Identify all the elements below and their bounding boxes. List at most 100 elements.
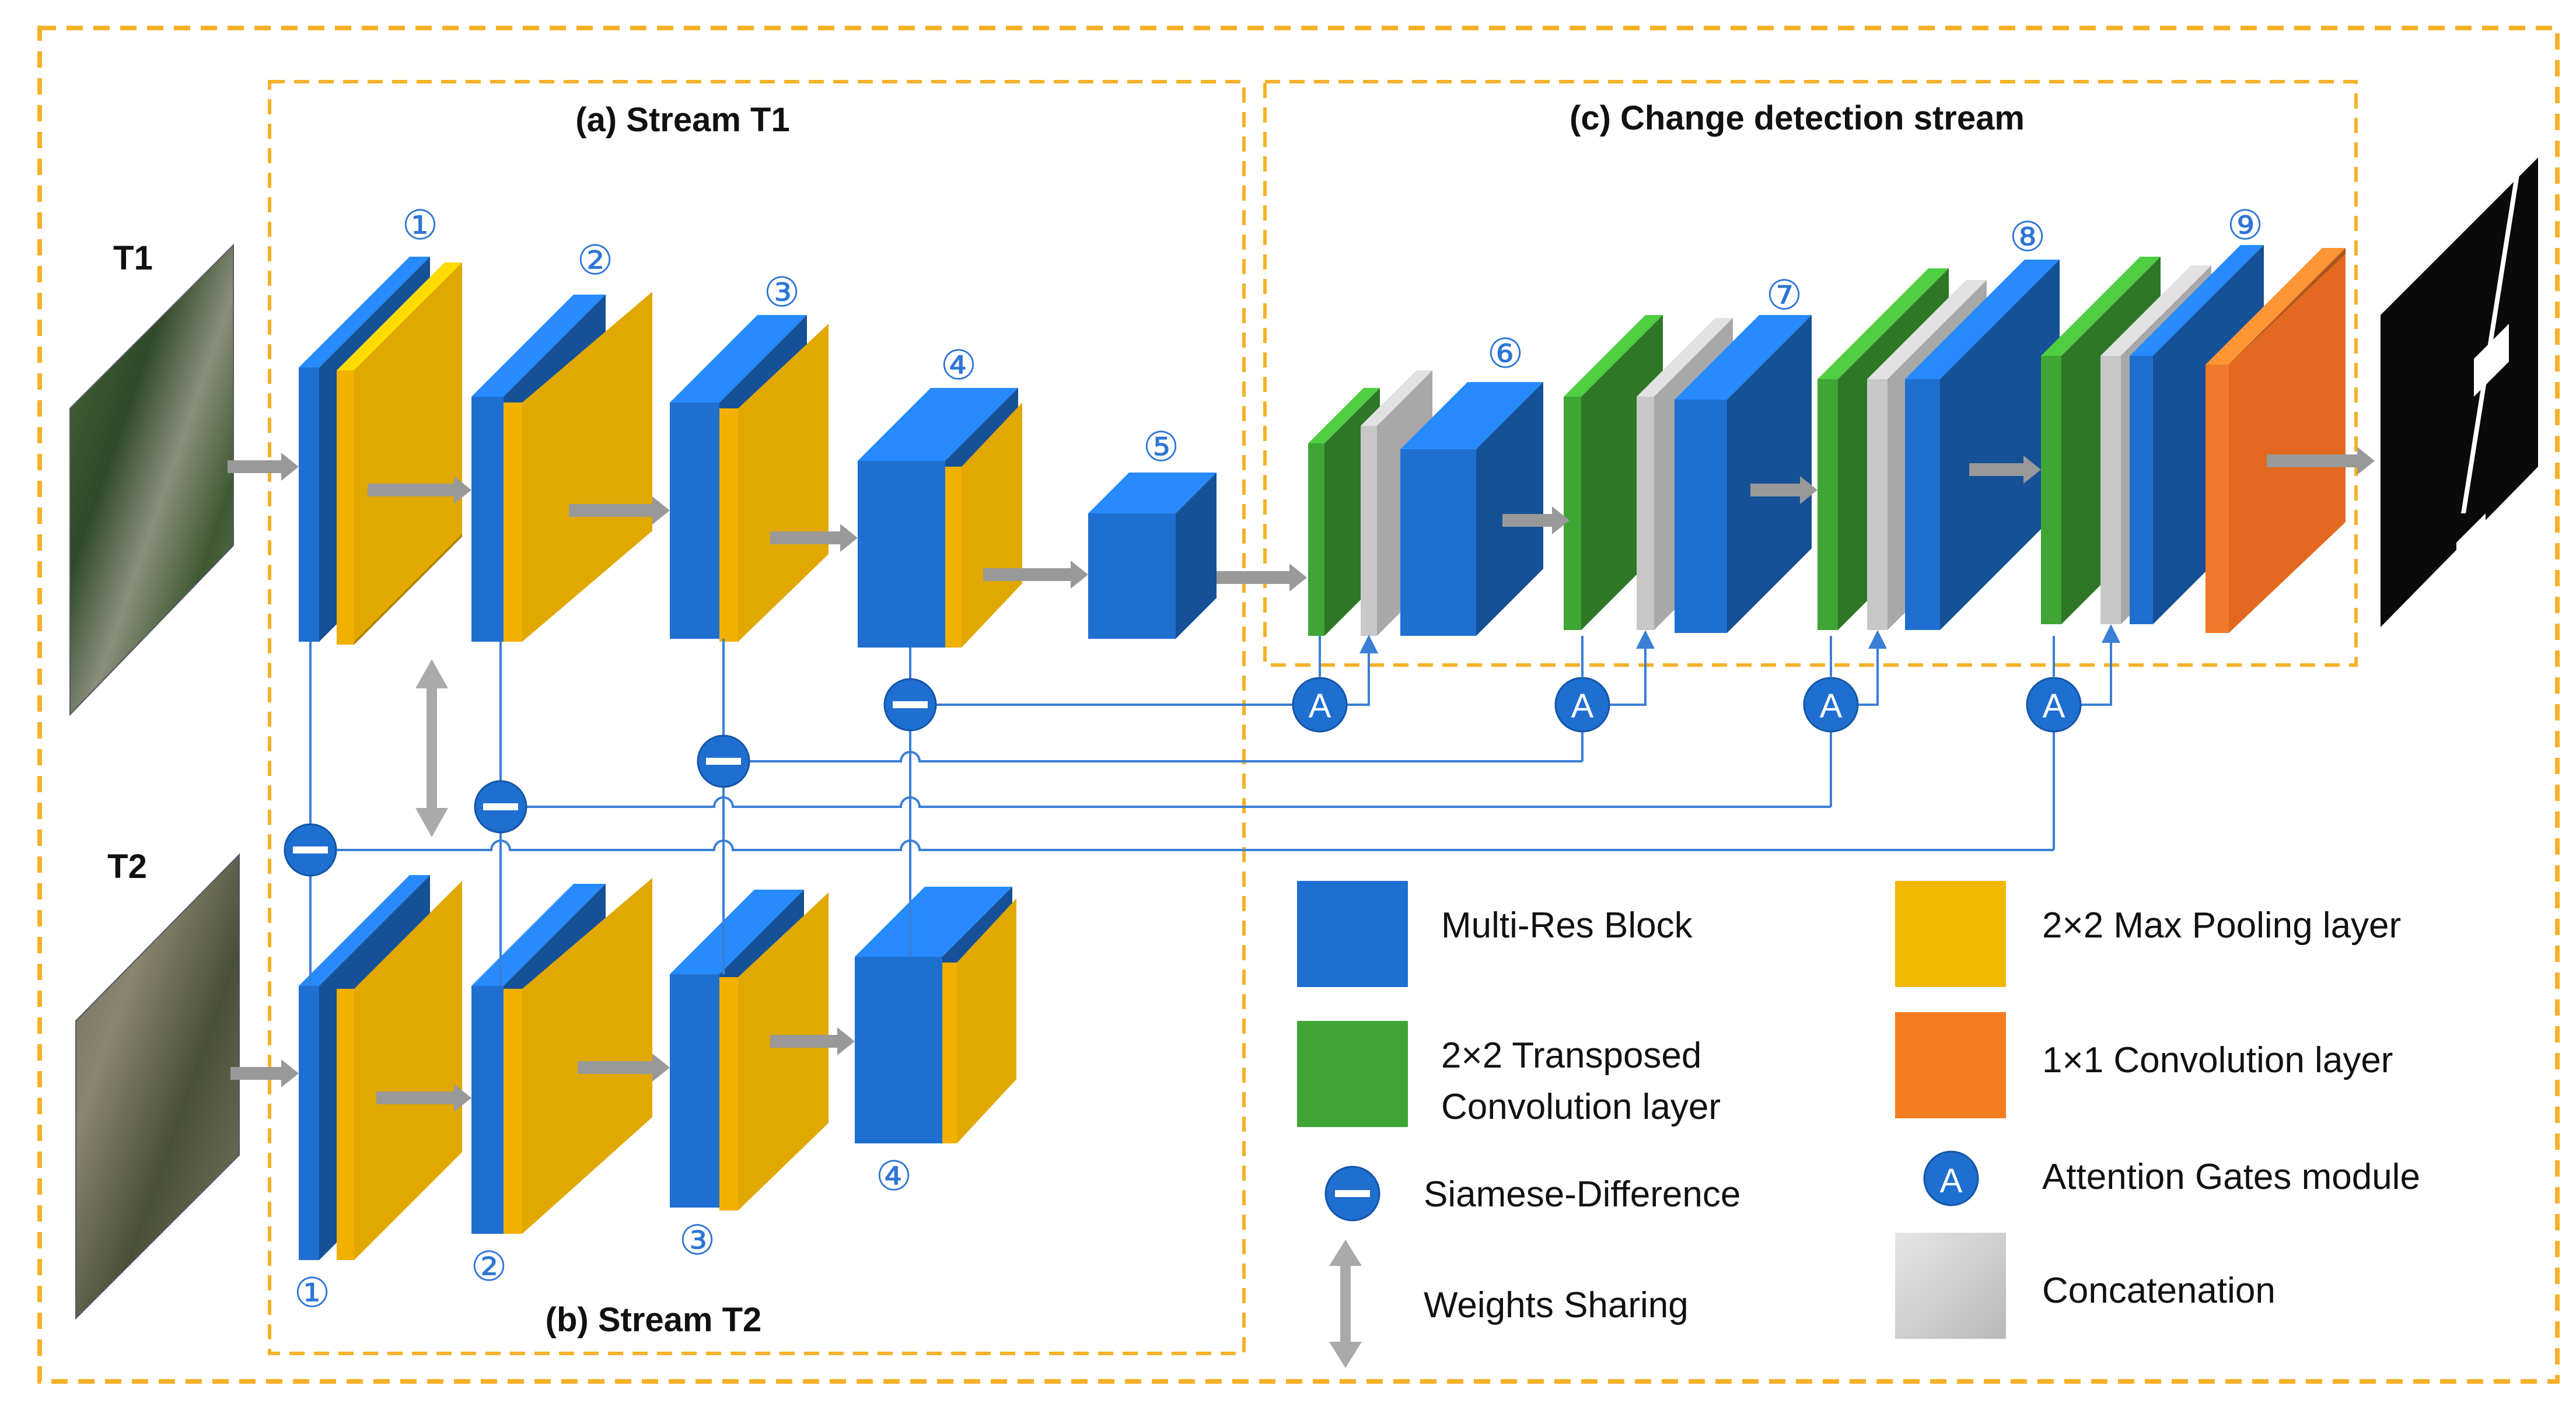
- t2-stage4-number: ④: [876, 1152, 913, 1200]
- legend-label-siamese: Siamese-Difference: [1424, 1174, 1740, 1215]
- arrow-t2-2-3: [578, 1054, 670, 1082]
- legend-label-weights: Weights Sharing: [1424, 1285, 1689, 1325]
- arrow-t1-3-4: [770, 524, 858, 552]
- attention-gate-dec8: A: [1803, 677, 1859, 733]
- attention-gate-dec6-out: [1347, 635, 1378, 706]
- t1-stage2-pool-face: [522, 292, 652, 642]
- dec7-number: ⑦: [1766, 271, 1803, 319]
- attention-gate-dec7-out: [1609, 630, 1655, 706]
- arrow-t1-2-3: [569, 496, 670, 524]
- skip-stage3: [723, 751, 1582, 762]
- legend-swatch-max-pool: [1895, 881, 2006, 987]
- change-stream-title: (c) Change detection stream: [1570, 99, 2025, 137]
- t1-stage3-number: ③: [764, 268, 801, 316]
- input-image-t1: [69, 243, 234, 716]
- legend-label-attention: Attention Gates module: [2042, 1157, 2420, 1197]
- attention-gate-dec6-letter: A: [1309, 687, 1331, 725]
- arrow-input-t1: [228, 453, 299, 481]
- legend-label-concat: Concatenation: [2042, 1271, 2276, 1311]
- network-blocks: [228, 245, 2375, 1260]
- legend-attention-letter: A: [1940, 1162, 1963, 1200]
- t1-stage2-number: ②: [577, 236, 614, 284]
- legend-swatch-transposed: [1297, 1021, 1408, 1127]
- stream-t2-title: (b) Stream T2: [546, 1301, 762, 1339]
- attention-gate-dec9-letter: A: [2043, 687, 2065, 725]
- input-image-t2: [75, 853, 240, 1320]
- arrow-t2-3-4: [770, 1027, 855, 1055]
- skip-stage2: [501, 796, 1831, 808]
- t2-stage3-pool-face: [738, 893, 829, 1210]
- t1-stage4-pool-edge: [945, 467, 962, 648]
- t2-stage2-number: ②: [471, 1243, 508, 1290]
- t2-stage1-pool-face: [354, 881, 462, 1260]
- attention-gate-dec9: A: [2026, 677, 2082, 733]
- legend-label-transposed-1: 2×2 Transposed: [1441, 1035, 1701, 1076]
- attention-gate-dec8-out: [1858, 630, 1887, 706]
- arrow-dec6-dec7: [1502, 506, 1570, 534]
- siamese-diff-stage4: [883, 678, 937, 732]
- t1-stage4-pool-face: [962, 403, 1022, 648]
- arrow-dec9-output: [2267, 447, 2375, 475]
- legend-weights-icon: [1329, 1240, 1362, 1368]
- t2-stage2-pool-edge: [504, 989, 522, 1234]
- arrow-dec8-dec9: [1969, 456, 2041, 484]
- input-t1-label: T1: [113, 239, 153, 277]
- stream-t1-title: (a) Stream T1: [575, 101, 789, 139]
- output-change-region: [2456, 513, 2486, 554]
- t1-stage3-pool-face: [738, 324, 829, 642]
- legend-attention-icon: [1923, 1150, 1979, 1206]
- change-detection-frame: [1263, 80, 2358, 667]
- siamese-diff-stage3: [697, 734, 750, 788]
- arrow-t2-1-2: [376, 1084, 471, 1112]
- input-t2-label: T2: [107, 848, 147, 886]
- dec9-conv1x1-face: [2229, 254, 2346, 633]
- t2-stage2-pool-face: [522, 878, 652, 1234]
- legend-label-multi-res: Multi-Res Block: [1441, 905, 1693, 946]
- t2-stage4-pool-edge: [942, 963, 957, 1143]
- siamese-diff-stage1: [284, 823, 337, 877]
- attention-gate-dec7: A: [1554, 677, 1610, 733]
- outer-frame: [37, 26, 2560, 1384]
- attention-gate-dec9-out: [2081, 624, 2120, 706]
- arrow-t1-1-2: [368, 476, 471, 504]
- siamese-diff-stage2: [474, 780, 527, 834]
- weights-sharing-arrow: [415, 659, 448, 837]
- t2-stage3-number: ③: [679, 1216, 716, 1264]
- t2-stage4-pool-face: [957, 898, 1016, 1143]
- t1-stage4-number: ④: [941, 341, 977, 389]
- attention-gate-dec6: A: [1292, 677, 1348, 733]
- t1-stage2-pool-edge: [504, 403, 522, 642]
- dec6-number: ⑥: [1487, 330, 1524, 377]
- legend-swatch-concat: [1895, 1233, 2006, 1339]
- dec7-multi-res: [1675, 315, 1812, 633]
- stage-numbers: ① ② ③ ④ ⑤ ① ② ③ ④ ⑥ ⑦ ⑧ ⑨: [294, 201, 2264, 1317]
- dec8-multi-res: [1905, 260, 2060, 630]
- t2-stage3-pool-edge: [719, 977, 738, 1210]
- legend-swatch-multi-res: [1297, 881, 1408, 987]
- output-change-stripe: [2461, 175, 2519, 513]
- frames: [37, 26, 2560, 1384]
- t2-stage1-number: ①: [294, 1269, 331, 1317]
- output-change-map: [2381, 158, 2538, 627]
- t1-stage1-number: ①: [402, 201, 439, 249]
- skip-stage1: [310, 839, 2054, 851]
- legend: Multi-Res Block 2×2 Transposed Convoluti…: [1297, 881, 2420, 1368]
- legend-swatch-conv1x1: [1895, 1012, 2006, 1118]
- attention-gate-dec8-letter: A: [1820, 687, 1843, 725]
- arrow-t1-4-5: [983, 561, 1088, 589]
- legend-label-conv1x1: 1×1 Convolution layer: [2042, 1040, 2393, 1080]
- legend-siamese-bar: [1335, 1190, 1370, 1197]
- stream-t1-t2-frame: [268, 80, 1246, 1355]
- legend-label-max-pool: 2×2 Max Pooling layer: [2042, 905, 2401, 946]
- legend-label-transposed-2: Convolution layer: [1441, 1087, 1721, 1127]
- dec8-number: ⑧: [2009, 213, 2046, 261]
- attention-gate-dec7-letter: A: [1571, 687, 1594, 725]
- arrow-bottleneck-decoder: [1217, 564, 1307, 592]
- dec9-number: ⑨: [2227, 201, 2264, 249]
- arrow-dec7-dec8: [1750, 476, 1817, 504]
- dec6-multi-res: [1400, 382, 1543, 636]
- t1-stage3-pool-edge: [719, 408, 738, 642]
- t1-stage5-number: ⑤: [1143, 423, 1180, 471]
